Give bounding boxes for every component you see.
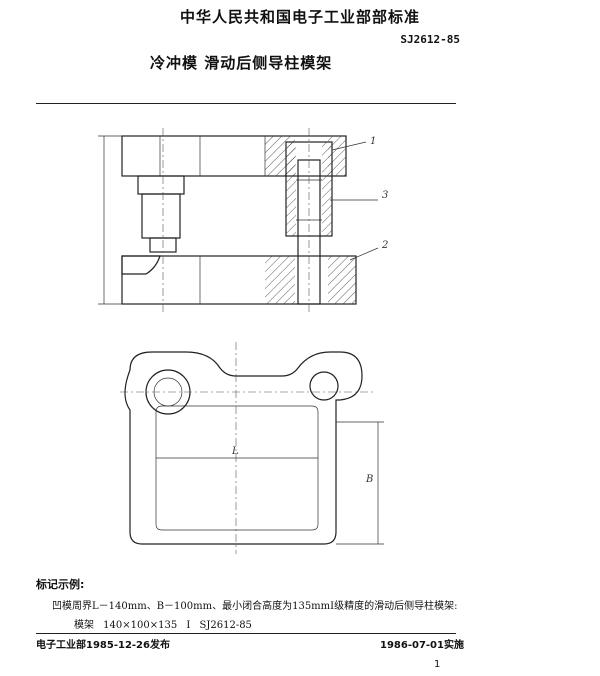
callout-1: 1 (370, 136, 376, 147)
callout-2: 2 (381, 240, 388, 251)
callout-3: 3 (382, 190, 388, 201)
guide-bushing-bore-right (309, 371, 339, 401)
issue-date: 电子工业部1985-12-26发布 (36, 640, 170, 651)
dimension-l-label: L (231, 446, 239, 457)
technical-drawing: 1 3 2 L B (98, 128, 388, 554)
page-number: 1 (434, 659, 441, 670)
plan-view (120, 342, 384, 554)
footer-divider (36, 633, 456, 634)
die-set-outline (124, 351, 363, 545)
marking-example-heading: 标记示例: (36, 578, 85, 591)
dimension-b-label: B (365, 474, 373, 485)
effective-date: 1986-07-01实施 (380, 640, 464, 651)
document-title: 冷冲模 滑动后侧导柱模架 (150, 54, 333, 72)
standard-number: SJ2612-85 (400, 33, 460, 46)
marking-example-description: 凹模周界L－140mm、B－100mm、最小闭合高度为135mmⅠ级精度的滑动后… (52, 601, 458, 612)
issuing-organization: 中华人民共和国电子工业部部标准 (179, 8, 420, 26)
front-section-view (98, 128, 379, 314)
header-divider (36, 103, 456, 104)
marking-example-code: 模架 140×100×135 Ⅰ SJ2612-85 (74, 620, 252, 631)
